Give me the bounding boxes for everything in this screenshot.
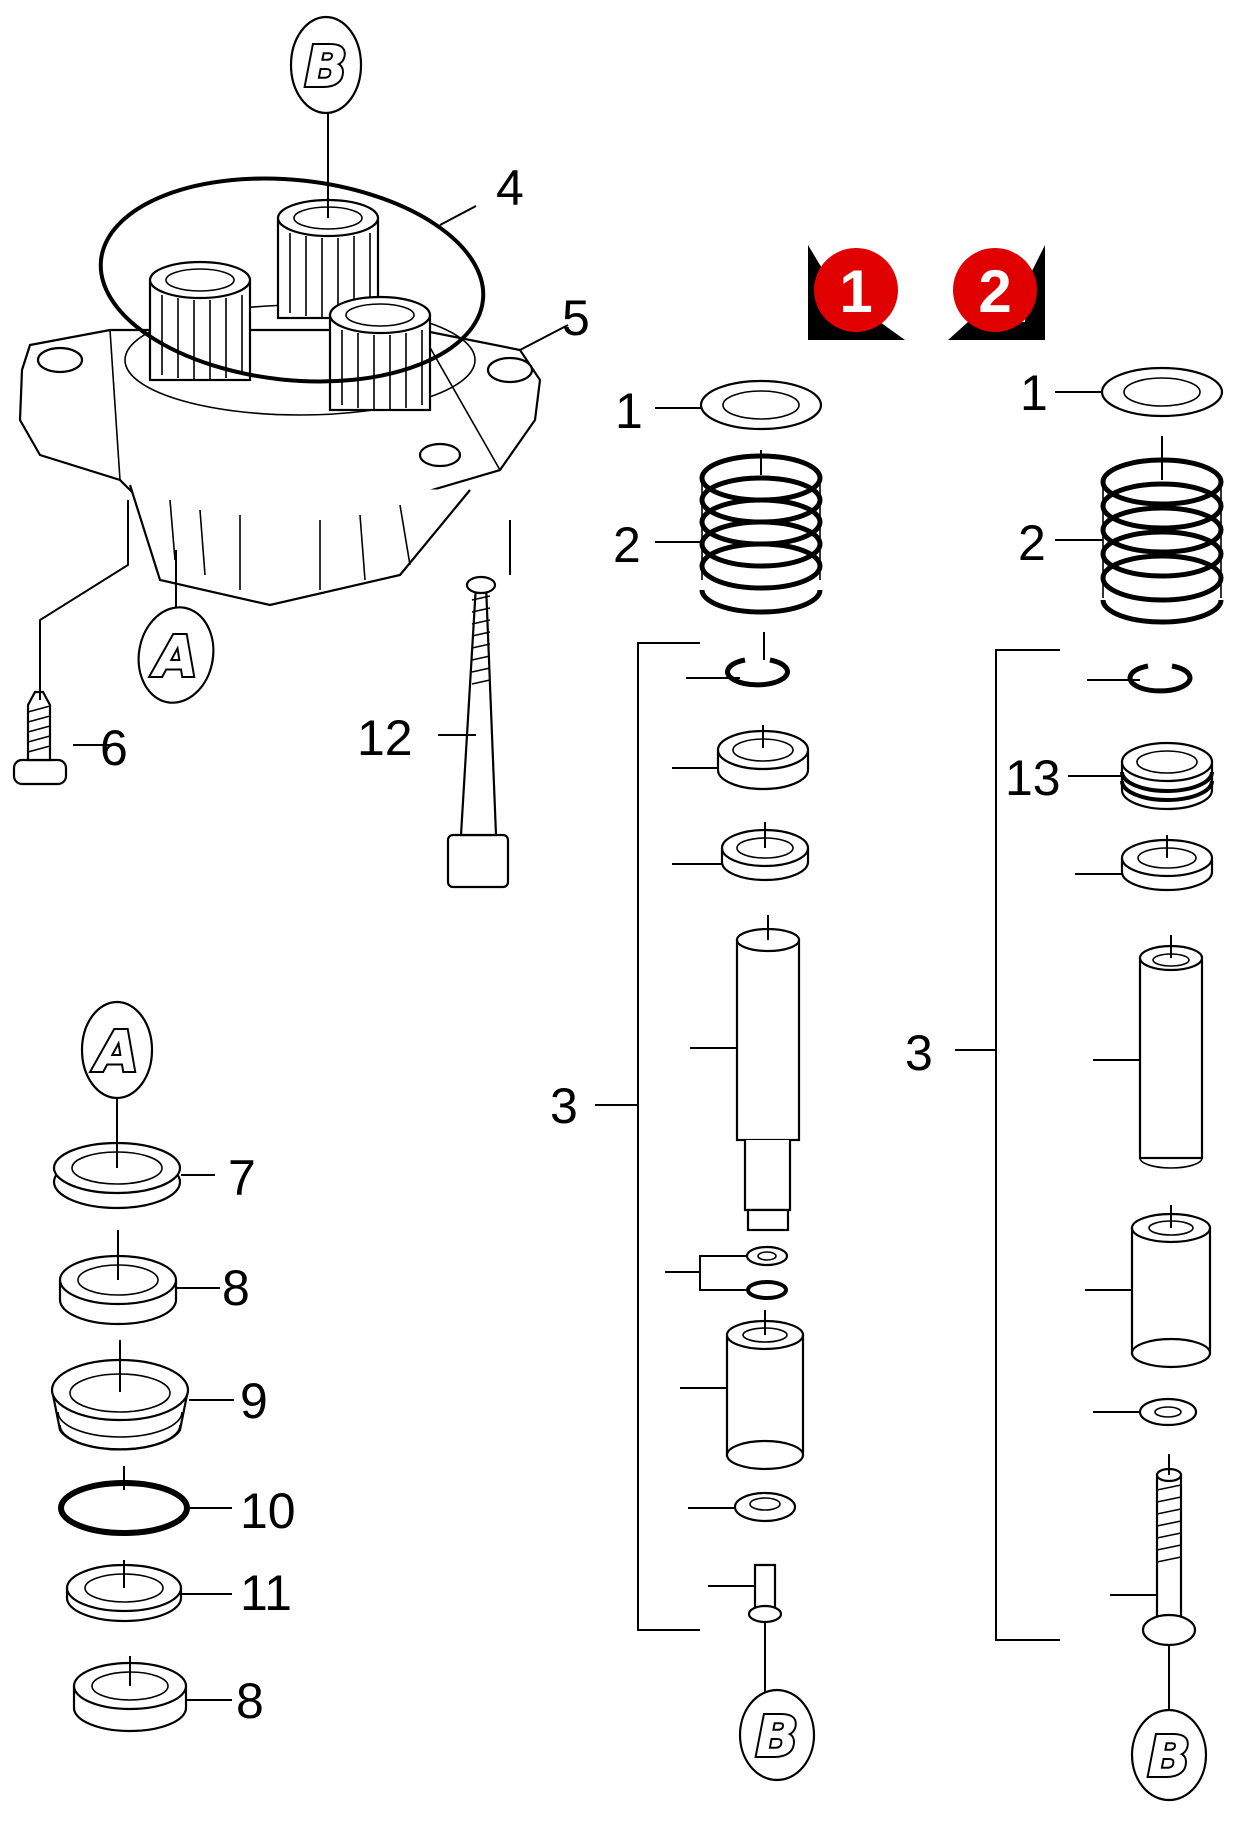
variant-1-badge: 1 [808,245,905,340]
sleeve-v2 [1130,1212,1212,1369]
ref-b-top: B [289,15,363,115]
callout-2-variant-1: 2 [613,517,641,573]
washer-small-v2 [1138,1397,1198,1427]
variant-2-leaders [1055,391,1172,1712]
variant-2-number: 2 [978,258,1011,325]
seal-ring-lower-v2 [1120,838,1214,892]
callout-6: 6 [100,720,128,776]
long-screw-v2 [1141,1467,1197,1647]
svg-text:A: A [150,625,197,690]
callout-3-variant-1: 3 [550,1078,578,1134]
pump-head-housing [18,304,542,607]
callout-10: 10 [240,1483,296,1539]
seal-ring-lower-v1 [720,828,810,882]
screw-6 [12,690,68,786]
svg-text:B: B [305,35,348,100]
callout-2-variant-2: 2 [1018,515,1046,571]
plunger-v2 [1138,944,1204,1169]
circlip-v2 [1127,663,1193,694]
washer-1-v2 [1100,366,1224,418]
callout-9: 9 [240,1373,268,1429]
spring-2-v2 [1100,457,1224,625]
valve-cage-left [148,260,252,382]
callout-13: 13 [1005,750,1061,806]
o-ring-10 [58,1480,190,1536]
callout-4: 4 [496,160,524,216]
valve-washer-v1 [733,1491,797,1523]
svg-text:B: B [1148,1725,1191,1790]
circlip-v1 [725,657,790,688]
plunger-v1 [735,927,801,1232]
ref-b-bottom-2: B [1130,1708,1208,1802]
bolt-12 [446,575,510,889]
valve-cage-right [328,295,432,412]
pump-leader-lines [39,112,569,746]
spring-2-v1 [699,453,823,615]
grooved-seal-13 [1120,741,1214,811]
svg-text:B: B [756,1705,799,1770]
callout-8-lower: 8 [236,1673,264,1729]
variant-2-circle [953,248,1037,332]
svg-text:A: A [91,1020,138,1085]
o-ring-large [98,176,486,384]
ref-b-bottom-1: B [738,1688,816,1782]
callout-3-variant-2: 3 [905,1025,933,1081]
screw-small-v1 [747,1563,783,1624]
ref-a-pump: A [137,606,215,704]
callout-11: 11 [240,1565,292,1621]
bracket-3-v1 [595,642,700,1631]
small-o-rings-v1 [745,1245,789,1300]
sleeve-v1 [725,1319,805,1471]
callout-7: 7 [228,1150,256,1206]
variant-1-number: 1 [839,258,872,325]
callout-1-variant-1: 1 [615,383,643,439]
variant-1-leaders [655,407,769,1695]
callout-1-variant-2: 1 [1020,365,1048,421]
ref-a-left: A [80,1000,154,1100]
callout-5: 5 [562,290,590,346]
callout-12: 12 [357,710,413,766]
variant-2-tab [948,245,1045,340]
left-stack-leaders [116,1092,234,1701]
callout-8-upper: 8 [222,1260,250,1316]
variant-2-badge: 2 [948,245,1045,340]
variant-1-circle [814,248,898,332]
bracket-3-v2 [955,649,1060,1641]
washer-1-v1 [699,379,823,431]
